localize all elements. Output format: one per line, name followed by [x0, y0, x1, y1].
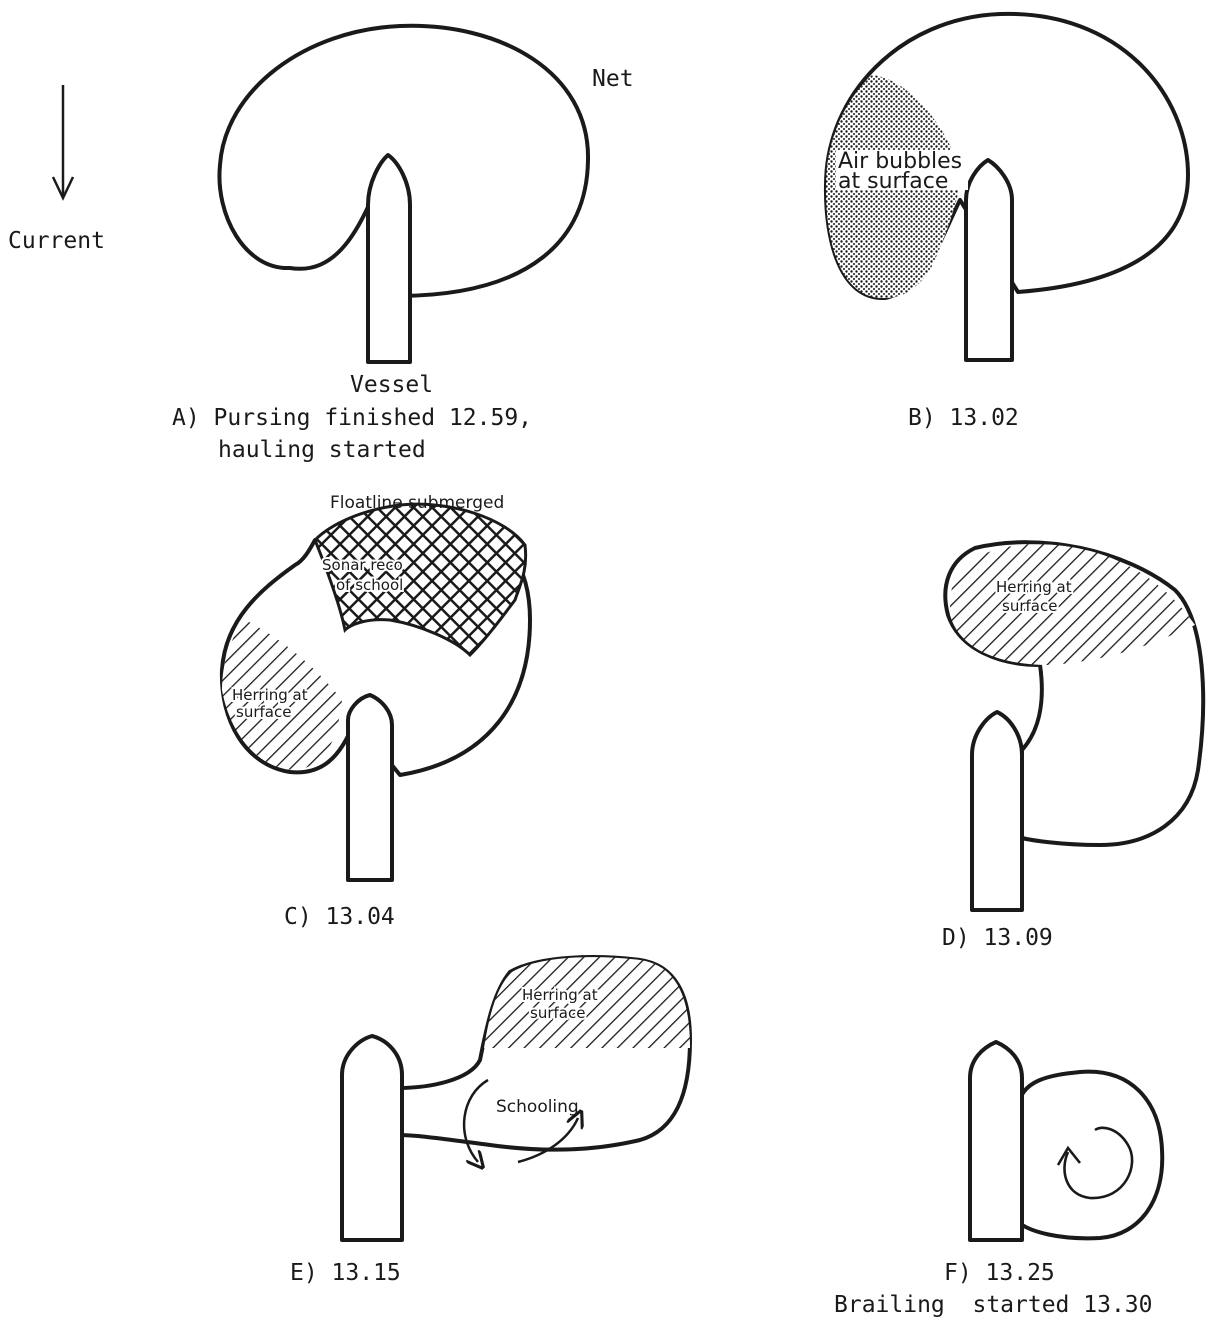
panel-b-region-label-line2: at surface — [838, 169, 948, 194]
panel-a-net-label: Net — [592, 66, 634, 92]
panel-b-caption: B) 13.02 — [908, 405, 1019, 431]
panel-e-vessel — [342, 1036, 402, 1240]
panel-e-herring-label-line2: surface — [530, 1004, 585, 1022]
panel-a-caption-line2: hauling started — [218, 437, 426, 463]
panel-d-caption: D) 13.09 — [942, 925, 1053, 951]
panel-c-herring-label-line2: surface — [236, 703, 291, 721]
panel-c-sonar-label-line1: Sonar reco — [322, 556, 403, 574]
panel-c-top-label: Floatline submerged — [330, 493, 504, 513]
current-legend: Current — [8, 85, 105, 254]
panel-f-caption-line2: Brailing started 13.30 — [834, 1292, 1153, 1318]
panel-f: F) 13.25 Brailing started 13.30 — [834, 1042, 1162, 1318]
panel-e: Herring at surface Schooling E) 13.15 — [290, 957, 690, 1286]
panel-a-vessel — [368, 155, 410, 362]
panel-d-herring-label-line2: surface — [1002, 597, 1057, 615]
panel-e-caption: E) 13.15 — [290, 1260, 401, 1286]
panel-a: Net Vessel A) Pursing finished 12.59, ha… — [172, 26, 634, 463]
panel-b-vessel — [966, 160, 1012, 360]
panel-b: Air bubbles at surface B) 13.02 — [826, 14, 1188, 431]
panel-c: Floatline submerged Sonar reco of school… — [222, 493, 530, 930]
panel-d: Herring at surface D) 13.09 — [942, 542, 1203, 951]
panel-f-caption-line1: F) 13.25 — [944, 1260, 1055, 1286]
panel-d-vessel — [972, 712, 1022, 910]
panel-f-vessel — [970, 1042, 1022, 1240]
current-label: Current — [8, 228, 105, 254]
panel-c-vessel — [348, 695, 392, 880]
panel-c-sonar-label-line2: of school — [336, 576, 403, 594]
panel-a-vessel-label: Vessel — [350, 372, 433, 398]
panel-d-herring-label-line1: Herring at — [996, 578, 1072, 596]
panel-f-net — [1018, 1072, 1162, 1239]
down-arrow-icon — [53, 85, 73, 198]
panel-a-caption-line1: A) Pursing finished 12.59, — [172, 405, 532, 431]
panel-c-caption: C) 13.04 — [284, 904, 395, 930]
panel-e-schooling-label: Schooling — [496, 1097, 579, 1117]
panel-c-herring-label-line1: Herring at — [232, 686, 308, 704]
panel-e-herring-label-line1: Herring at — [522, 986, 598, 1004]
